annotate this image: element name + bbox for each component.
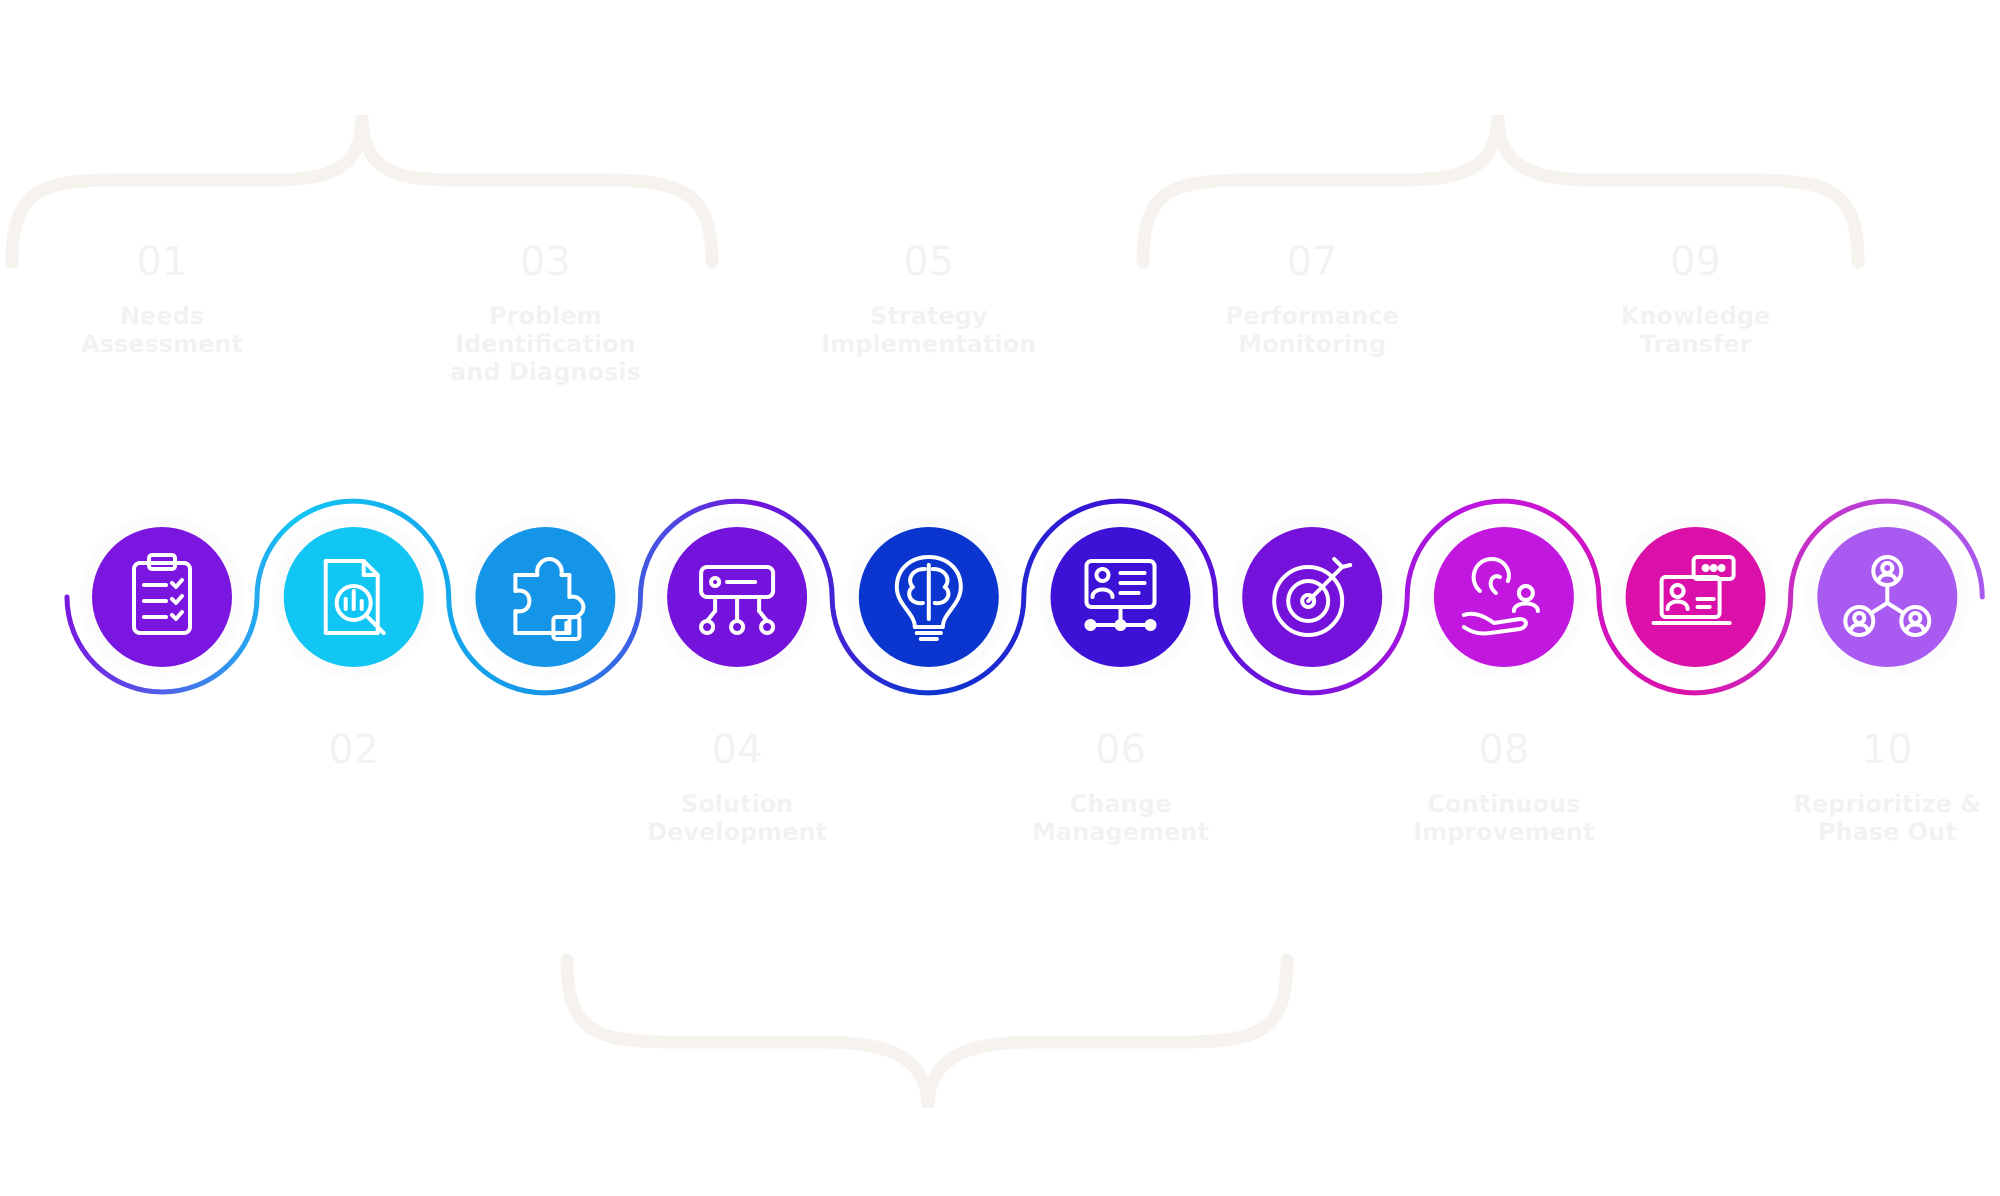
step-title-line1: Change — [1069, 790, 1172, 818]
step-number: 03 — [519, 239, 571, 285]
step-title-line1: Strategy — [870, 302, 988, 330]
user-network-icon — [1843, 555, 1932, 637]
step-number: 05 — [903, 239, 955, 285]
step-title: Reprioritize &Phase Out — [1737, 790, 2000, 846]
step-title-line2: and Diagnosis — [450, 358, 641, 386]
network-nodes-icon — [699, 565, 776, 635]
target-dart-icon — [1272, 557, 1353, 637]
step-number: 10 — [1861, 727, 1913, 773]
magnet-hand-icon — [1461, 557, 1540, 636]
step-number: 01 — [136, 239, 188, 285]
step-title-line1: Reprioritize & — [1793, 790, 1982, 818]
step-title-line1: Performance — [1225, 302, 1399, 330]
top-left-bracket — [5, 114, 719, 269]
puzzle-piece-icon — [513, 557, 586, 641]
step-number: 08 — [1478, 727, 1530, 773]
step-node-10 — [1805, 515, 1970, 679]
step-title-line1: Problem Identification — [455, 302, 636, 358]
step-node-04 — [655, 515, 820, 679]
laptop-chat-icon — [1651, 555, 1736, 625]
wave-connector — [64, 498, 1985, 696]
bottom-bracket — [560, 953, 1294, 1109]
step-number: 06 — [1095, 727, 1146, 773]
brain-bulb-icon — [894, 555, 963, 641]
step-number: 02 — [328, 727, 380, 773]
step-title-line1: Solution — [680, 790, 794, 818]
step-node-07 — [1230, 515, 1395, 679]
step-circle — [92, 527, 232, 667]
top-right-bracket — [1136, 114, 1865, 269]
step-node-05 — [846, 515, 1011, 679]
document-magnifier-chart-icon — [323, 559, 386, 635]
step-circle — [475, 527, 616, 667]
step-number: 07 — [1286, 239, 1338, 285]
step-node-01 — [80, 515, 244, 679]
step-circle — [1625, 527, 1766, 667]
step-node-03 — [463, 515, 628, 679]
step-node-08 — [1421, 515, 1586, 679]
step-node-02 — [271, 515, 436, 679]
step-title-line2: Development — [647, 818, 828, 846]
step-title-line2: Transfer — [1639, 330, 1752, 358]
clipboard-checklist-icon — [132, 553, 192, 635]
step-number: 09 — [1670, 239, 1722, 285]
step-title-line2: Phase Out — [1817, 818, 1957, 846]
step-node-06 — [1038, 515, 1203, 679]
step-title-line2: Improvement — [1413, 818, 1595, 846]
step-title-line2: Management — [1032, 818, 1209, 846]
presentation-board-icon — [1084, 559, 1157, 631]
step-circle — [1433, 527, 1574, 667]
step-circle — [1050, 527, 1191, 667]
step-title-line2: Monitoring — [1238, 330, 1387, 358]
step-title-line1: Needs — [119, 302, 205, 330]
step-title-line1: Continuous — [1427, 790, 1581, 818]
step-node-09 — [1613, 515, 1778, 679]
step-title-line1: Knowledge — [1620, 302, 1771, 330]
step-number: 04 — [711, 727, 763, 773]
step-title-line2: Implementation — [821, 330, 1037, 358]
step-title-line2: Assessment — [81, 330, 243, 358]
